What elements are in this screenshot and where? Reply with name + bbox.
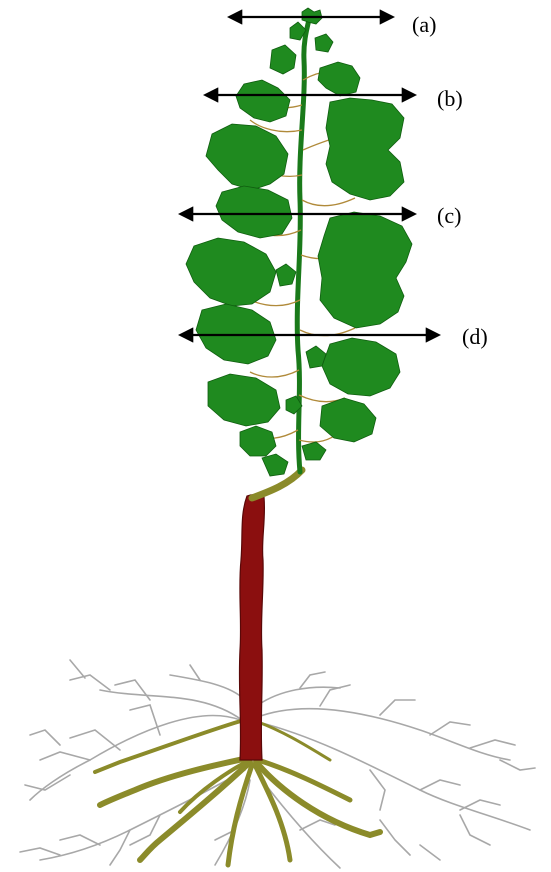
leaf <box>276 264 296 286</box>
leaf <box>262 454 288 476</box>
label-a: (a) <box>412 14 436 36</box>
label-b: (b) <box>437 88 463 110</box>
leaf <box>318 212 412 328</box>
main-roots <box>95 720 380 865</box>
leaf <box>206 124 288 190</box>
leaf <box>186 238 276 306</box>
trunk <box>239 495 264 760</box>
leaf <box>236 80 290 122</box>
fine-roots <box>20 660 535 868</box>
leaf <box>216 186 292 238</box>
leaf <box>270 45 296 74</box>
leaf <box>302 442 326 460</box>
leaf <box>318 62 360 96</box>
label-d: (d) <box>462 326 488 348</box>
leaf <box>326 98 404 200</box>
leaf <box>322 338 400 396</box>
leaf <box>240 426 276 456</box>
leaf <box>208 374 280 426</box>
leaf <box>315 34 333 52</box>
label-c: (c) <box>437 205 461 227</box>
leaf <box>320 398 376 442</box>
